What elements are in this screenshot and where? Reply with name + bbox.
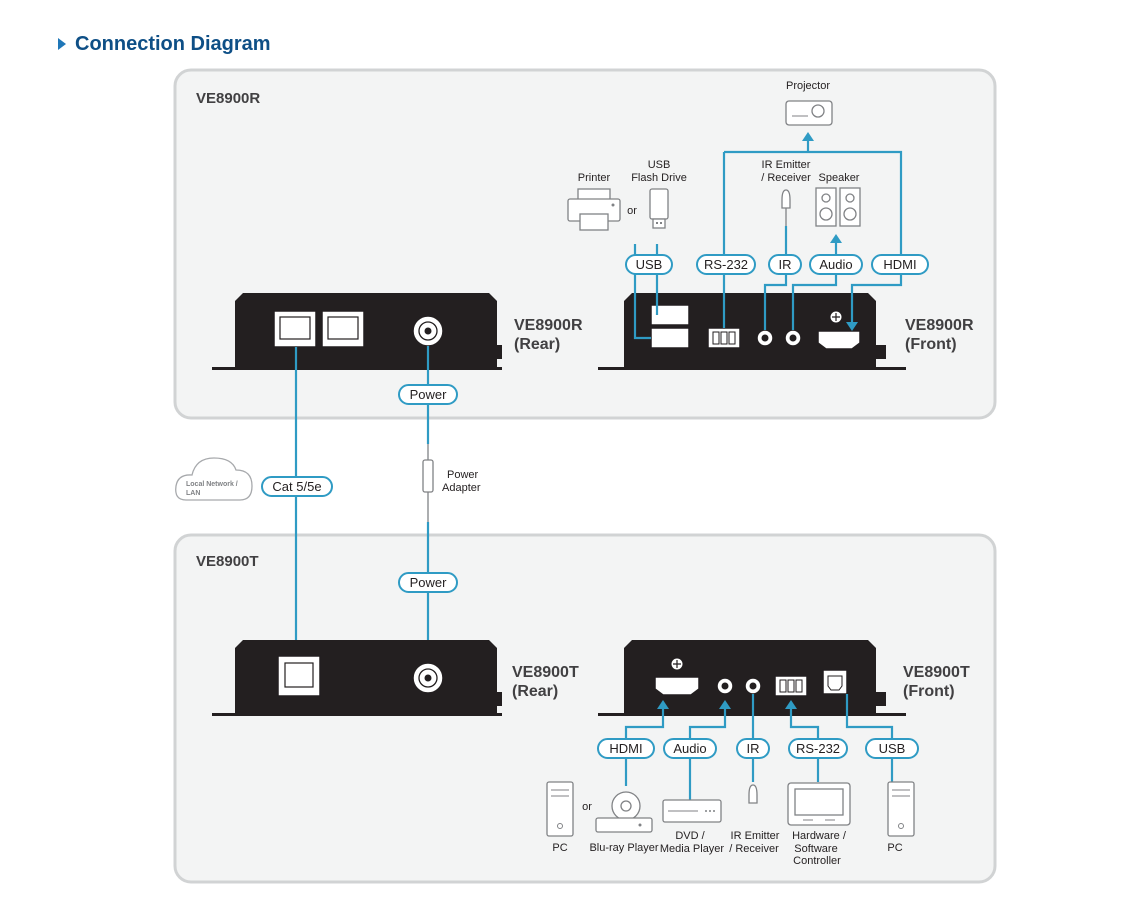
power-adapter-label: Power: [447, 469, 479, 481]
printer-icon: [567, 188, 621, 231]
controller-label: Controller: [793, 855, 841, 867]
receiver-panel-title: VE8900R: [196, 90, 260, 107]
device-name: VE8900R: [905, 317, 974, 334]
svg-text:Audio: Audio: [673, 741, 706, 756]
cloud-label: Local Network /: [186, 481, 238, 488]
svg-text:RS-232: RS-232: [796, 741, 840, 756]
svg-text:Audio: Audio: [819, 257, 852, 272]
transmitter-panel-title: VE8900T: [196, 553, 259, 570]
t-hdmi-connection-label: HDMI: [597, 738, 655, 759]
svg-text:USB: USB: [879, 741, 906, 756]
controller-label: Software: [794, 843, 837, 855]
usb-connection-label: USB: [625, 254, 673, 275]
monitor-icon: [787, 782, 851, 826]
device-name: VE8900T: [903, 664, 970, 681]
section-header: Connection Diagram: [58, 31, 271, 57]
power-adapter-icon: [422, 444, 434, 522]
pc-icon: [887, 781, 915, 837]
hdmi-port: [817, 330, 861, 350]
bluray-label: Blu-ray Player: [589, 842, 658, 854]
dvd-label: Media Player: [660, 843, 725, 855]
device-name: VE8900R: [514, 317, 583, 334]
svg-text:RS-232: RS-232: [704, 257, 748, 272]
ve8900t-rear-device: [212, 640, 502, 716]
pc-icon: [546, 781, 574, 837]
usb-flash-label: Flash Drive: [631, 172, 687, 184]
dvd-label: DVD /: [675, 830, 705, 842]
ir-emitter-label: IR Emitter: [731, 830, 780, 842]
power-adapter-label: Adapter: [442, 482, 481, 494]
svg-text:Cat 5/5e: Cat 5/5e: [272, 479, 321, 494]
ir-connection-label: IR: [768, 254, 802, 275]
hdmi-connection-label: HDMI: [871, 254, 929, 275]
rs232-connection-label: RS-232: [696, 254, 756, 275]
speaker-icon: [815, 187, 861, 227]
usb-flash-label: USB: [648, 159, 671, 171]
t-rs232-connection-label: RS-232: [788, 738, 848, 759]
blu-ray-player-icon: [595, 791, 653, 833]
device-side: (Rear): [512, 683, 558, 700]
t-ir-connection-label: IR: [736, 738, 770, 759]
pc-label: PC: [887, 842, 902, 854]
usb-a-port: [650, 327, 690, 349]
svg-text:IR: IR: [779, 257, 792, 272]
svg-text:Power: Power: [410, 575, 448, 590]
svg-text:HDMI: HDMI: [609, 741, 642, 756]
cloud-icon: [175, 457, 253, 501]
usb-a-port: [650, 304, 690, 326]
projector-icon: [785, 100, 833, 126]
rj45-port: [277, 655, 321, 697]
controller-label: Hardware /: [792, 830, 847, 842]
section-title: Connection Diagram: [75, 32, 271, 55]
cat-cable-label: Cat 5/5e: [261, 476, 333, 497]
ir-emitter-label: / Receiver: [761, 172, 811, 184]
ve8900r-rear-device: [212, 293, 502, 370]
ir-emitter-icon: [748, 784, 758, 804]
ve8900r-front-device: [598, 293, 906, 370]
device-side: (Front): [905, 336, 957, 353]
ir-emitter-label: IR Emitter: [762, 159, 811, 171]
triangle-right-icon: [58, 38, 66, 50]
t-audio-connection-label: Audio: [663, 738, 717, 759]
rs232-terminal: [774, 675, 808, 697]
svg-text:USB: USB: [636, 257, 663, 272]
or-label: or: [627, 205, 637, 217]
t-power-label: Power: [398, 572, 458, 593]
printer-label: Printer: [578, 172, 611, 184]
dvd-player-icon: [662, 799, 722, 823]
or-label: or: [582, 801, 592, 813]
r-power-label: Power: [398, 384, 458, 405]
t-usb-connection-label: USB: [865, 738, 919, 759]
svg-text:Power: Power: [410, 387, 448, 402]
device-name: VE8900T: [512, 664, 579, 681]
device-side: (Rear): [514, 336, 560, 353]
ir-emitter-label: / Receiver: [729, 843, 779, 855]
svg-text:IR: IR: [747, 741, 760, 756]
ir-emitter-icon: [781, 189, 791, 226]
hdmi-port: [654, 676, 700, 696]
usb-flash-drive-icon: [649, 188, 669, 229]
pc-label: PC: [552, 842, 567, 854]
ve8900t-front-device: [598, 640, 906, 716]
device-side: (Front): [903, 683, 955, 700]
speaker-label: Speaker: [819, 172, 860, 184]
cloud-label: LAN: [186, 490, 200, 497]
projector-label: Projector: [786, 80, 830, 92]
svg-text:HDMI: HDMI: [883, 257, 916, 272]
audio-connection-label: Audio: [809, 254, 863, 275]
